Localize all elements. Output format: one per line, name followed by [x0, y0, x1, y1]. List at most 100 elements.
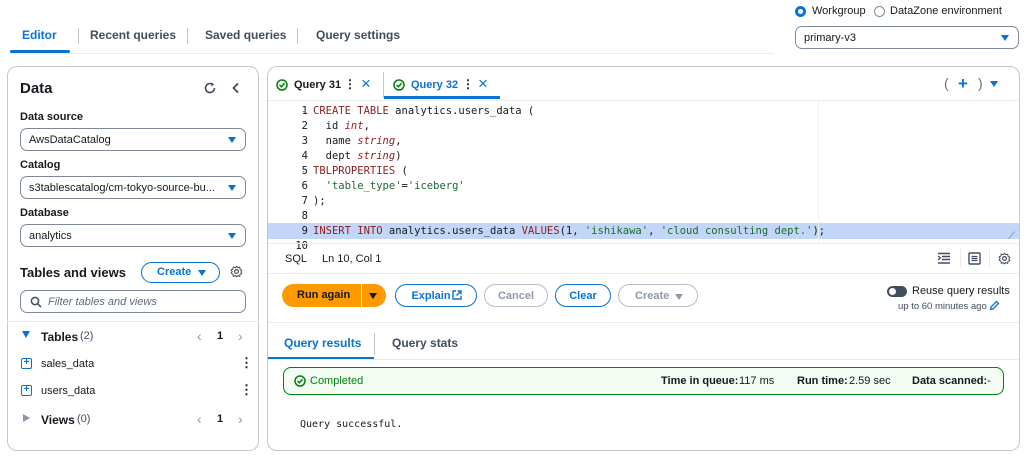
- refresh-icon[interactable]: [203, 81, 217, 95]
- views-page-number[interactable]: 1: [217, 413, 224, 425]
- tab-query-results[interactable]: Query results: [284, 336, 362, 350]
- tab-separator: [383, 72, 384, 98]
- cancel-button[interactable]: Cancel: [484, 284, 548, 307]
- data-panel-title: Data: [20, 80, 53, 97]
- workgroup-radio[interactable]: [795, 6, 806, 17]
- workgroup-select[interactable]: primary-v3: [795, 26, 1019, 49]
- views-section-label: Views: [41, 413, 75, 427]
- next-page-icon[interactable]: ›: [238, 411, 243, 427]
- table-item-sales-data[interactable]: sales_data: [41, 358, 95, 370]
- code-token: INSERT INTO: [313, 225, 383, 237]
- divider: [268, 100, 1019, 101]
- tables-count: (2): [80, 330, 94, 342]
- more-actions-icon[interactable]: ⋮: [240, 382, 253, 397]
- line-number: 3: [301, 135, 308, 147]
- query-tab-32[interactable]: Query 32: [411, 79, 459, 91]
- code-token: ): [395, 150, 402, 162]
- tab-list-dropdown-icon[interactable]: [990, 81, 998, 87]
- caret-down-icon: [1001, 35, 1009, 41]
- editor-settings-icon[interactable]: [998, 252, 1011, 265]
- views-expand-icon[interactable]: [23, 414, 30, 422]
- database-label: Database: [20, 207, 69, 219]
- code-line: id int,: [313, 120, 370, 132]
- query-tab-31[interactable]: Query 31: [294, 79, 342, 91]
- tables-section-label: Tables: [41, 330, 79, 344]
- shortcuts-icon[interactable]: [968, 252, 981, 265]
- divider: [268, 273, 1019, 274]
- resize-handle-icon[interactable]: ⟋: [1008, 231, 1015, 242]
- tab-query-settings[interactable]: Query settings: [316, 28, 401, 42]
- tab-separator: [374, 333, 375, 355]
- run-time-label: Run time:: [797, 375, 848, 387]
- split-divider: [361, 284, 362, 307]
- data-source-label: Data source: [20, 111, 83, 123]
- query-tab-menu-icon[interactable]: ⋮: [462, 77, 474, 91]
- time-in-queue-value: 117 ms: [739, 375, 775, 387]
- fold-icon[interactable]: -: [302, 107, 305, 116]
- line-number: 9: [301, 225, 308, 237]
- tab-recent-queries[interactable]: Recent queries: [90, 28, 177, 42]
- create-button-label: Create: [157, 266, 192, 278]
- database-select[interactable]: analytics: [20, 224, 246, 247]
- table-item-users-data[interactable]: users_data: [41, 385, 96, 397]
- filter-tables-input[interactable]: Filter tables and views: [20, 290, 246, 313]
- tab-query-stats[interactable]: Query stats: [392, 336, 459, 350]
- code-token: string: [357, 135, 396, 147]
- code-token: );: [812, 225, 826, 237]
- tab-editor[interactable]: Editor: [22, 28, 57, 42]
- reuse-results-toggle[interactable]: [887, 286, 907, 297]
- code-token: ,: [395, 135, 402, 147]
- data-source-value: AwsDataCatalog: [29, 134, 111, 146]
- run-options-caret-icon[interactable]: [369, 293, 377, 299]
- data-scanned-label: Data scanned:: [912, 375, 988, 387]
- expand-table-icon[interactable]: +: [21, 358, 32, 369]
- code-token: analytics.users_data: [382, 225, 522, 237]
- create-action-button[interactable]: Create: [618, 284, 698, 307]
- tab-separator: [187, 28, 188, 44]
- collapse-panel-icon[interactable]: [231, 82, 241, 94]
- code-token: 'cloud consulting dept.': [660, 225, 813, 237]
- tab-saved-queries[interactable]: Saved queries: [205, 28, 287, 42]
- code-token: CREATE TABLE: [313, 105, 389, 117]
- run-again-button[interactable]: Run again: [297, 289, 351, 301]
- divider: [960, 249, 961, 267]
- catalog-select[interactable]: s3tablescatalog/cm-tokyo-source-bu...: [20, 176, 246, 199]
- add-tab-paren-left: (: [944, 75, 949, 91]
- create-dropdown-button[interactable]: Create: [141, 262, 220, 283]
- datazone-radio[interactable]: [874, 6, 885, 17]
- line-number: 7: [301, 195, 308, 207]
- add-query-tab-icon[interactable]: +: [958, 74, 968, 93]
- format-query-icon[interactable]: [937, 252, 951, 265]
- success-icon: [294, 375, 306, 387]
- prev-page-icon[interactable]: ‹: [197, 411, 202, 427]
- tables-expand-icon[interactable]: [22, 331, 30, 338]
- query-tab-menu-icon[interactable]: ⋮: [344, 77, 356, 91]
- fold-icon[interactable]: -: [302, 167, 305, 176]
- status-completed: Completed: [310, 375, 364, 387]
- clear-button[interactable]: Clear: [555, 284, 611, 307]
- expand-table-icon[interactable]: +: [21, 385, 32, 396]
- gear-icon[interactable]: [230, 265, 243, 278]
- sql-editor[interactable]: [268, 101, 1019, 243]
- prev-page-icon[interactable]: ‹: [197, 328, 202, 344]
- code-line: dept string): [313, 150, 402, 162]
- close-tab-icon[interactable]: ×: [478, 74, 488, 93]
- close-tab-icon[interactable]: ×: [361, 74, 371, 93]
- code-token: id: [313, 120, 345, 132]
- more-actions-icon[interactable]: ⋮: [240, 355, 253, 370]
- divider: [268, 243, 1019, 244]
- run-time-value: 2.59 sec: [849, 375, 891, 387]
- current-line-highlight: [268, 223, 1019, 239]
- data-source-select[interactable]: AwsDataCatalog: [20, 128, 246, 151]
- query-output: Query successful.: [300, 419, 403, 430]
- reuse-results-sub: up to 60 minutes ago: [898, 301, 987, 312]
- divider: [989, 249, 990, 267]
- tables-page-number[interactable]: 1: [217, 330, 224, 342]
- code-token: analytics.users_data (: [388, 105, 535, 117]
- edit-pencil-icon[interactable]: [989, 300, 1000, 311]
- next-page-icon[interactable]: ›: [238, 328, 243, 344]
- cancel-button-label: Cancel: [497, 290, 535, 302]
- explain-button[interactable]: Explain: [395, 284, 477, 307]
- divider: [268, 359, 1019, 360]
- tabs-baseline: [10, 53, 774, 54]
